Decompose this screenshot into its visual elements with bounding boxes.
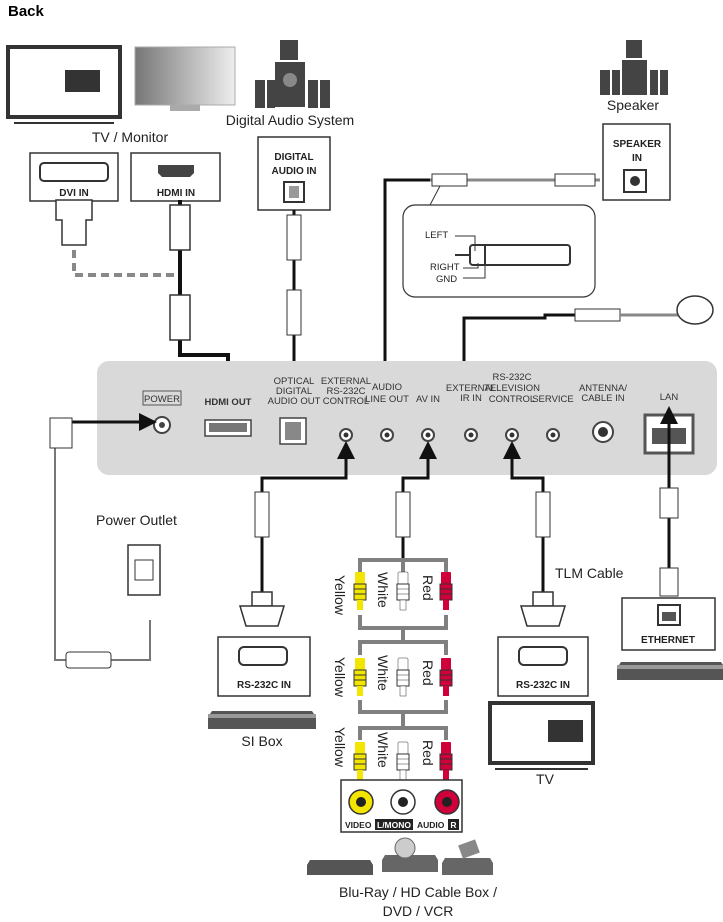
port-power-label: POWER xyxy=(144,394,180,405)
red-label-2: Red xyxy=(420,660,436,686)
av-r-label: R xyxy=(450,820,456,830)
power-outlet-label: Power Outlet xyxy=(96,512,177,528)
port-ext-rs232c-label-2: RS-232C xyxy=(326,386,365,397)
digital-audio-system-label: Digital Audio System xyxy=(226,112,354,128)
av-lmono-label: L/MONO xyxy=(377,820,411,830)
dvi-in-label: DVI IN xyxy=(59,188,88,199)
yellow-label-1: Yellow xyxy=(332,575,348,616)
network-device-icon xyxy=(617,662,723,680)
port-optical-label-2: DIGITAL xyxy=(276,386,312,397)
speaker-system-icon xyxy=(255,40,330,108)
ethernet-label: ETHERNET xyxy=(641,635,695,646)
port-audio-line-out-label-1: AUDIO xyxy=(372,382,402,393)
title: Back xyxy=(8,3,45,20)
tv-monitor-label: TV / Monitor xyxy=(92,129,169,145)
port-audio-line-out-label-2: LINE OUT xyxy=(365,394,409,405)
port-service-label: SERVICE xyxy=(532,394,574,405)
port-rs232c-tv-label-1: RS-232C xyxy=(492,372,531,383)
port-optical-label-1: OPTICAL xyxy=(274,376,315,387)
port-lan-label: LAN xyxy=(660,392,679,403)
jack-gnd-label: GND xyxy=(436,274,457,285)
si-rs232c-in-label: RS-232C IN xyxy=(237,680,291,691)
tlm-cable-label: TLM Cable xyxy=(555,565,624,581)
tv-label: TV xyxy=(536,771,555,787)
hdmi-in-label: HDMI IN xyxy=(157,188,195,199)
port-rs232c-tv-label-3: CONTROL xyxy=(489,394,535,405)
power-plug xyxy=(49,417,73,449)
port-rs232c-tv-label-2: TELEVISION xyxy=(484,383,540,394)
speaker-in-label-2: IN xyxy=(632,153,642,164)
port-ext-ir-in-label-1: EXTERNAL xyxy=(446,383,496,394)
hdmi-connector-2 xyxy=(169,294,191,341)
si-rs232c-in-box xyxy=(217,636,311,697)
ext-rs232c-cable xyxy=(260,447,348,600)
tlm-cable xyxy=(510,447,545,600)
tv-rs232c-in-label: RS-232C IN xyxy=(516,680,570,691)
dvi-connector xyxy=(55,199,93,246)
port-ext-rs232c-label-3: CONTROL xyxy=(323,396,369,407)
white-label-3: White xyxy=(375,732,391,768)
bluray-label-2: DVD / VCR xyxy=(383,903,454,919)
av-audio-label: AUDIO xyxy=(417,820,445,830)
port-hdmi-out-label: HDMI OUT xyxy=(205,397,252,408)
white-label-1: White xyxy=(375,572,391,608)
av-video-label: VIDEO xyxy=(345,820,372,830)
tv-icon-bottom xyxy=(488,701,595,770)
jack-right-label: RIGHT xyxy=(430,262,460,273)
back-panel xyxy=(97,361,717,475)
audio-plug-left xyxy=(431,173,468,187)
playback-devices-icon xyxy=(307,837,493,875)
panel-port-labels: POWER HDMI OUT OPTICAL DIGITAL AUDIO OUT… xyxy=(142,372,679,408)
port-antenna-label-1: ANTENNA/ xyxy=(579,383,627,394)
port-ext-ir-in-label-2: IR IN xyxy=(460,393,482,404)
hdmi-connector xyxy=(169,204,191,251)
tv-icon xyxy=(6,45,122,124)
yellow-label-3: Yellow xyxy=(332,727,348,768)
rca-plugs xyxy=(353,571,453,781)
red-label-1: Red xyxy=(420,575,436,601)
digital-audio-in-label-1: DIGITAL xyxy=(274,152,313,163)
monitor-icon xyxy=(134,46,236,111)
digital-audio-in-label-2: AUDIO IN xyxy=(272,166,317,177)
speaker-in-label-1: SPEAKER xyxy=(613,139,662,150)
audio-plug-right xyxy=(554,173,596,187)
si-box-label: SI Box xyxy=(241,733,282,749)
bluray-label-1: Blu-Ray / HD Cable Box / xyxy=(339,884,497,900)
optical-connector xyxy=(286,214,302,261)
speaker-icon xyxy=(600,40,668,95)
port-av-in-label: AV IN xyxy=(416,394,440,405)
rca-color-labels: Yellow White Red Yellow White Red Yellow… xyxy=(332,572,436,768)
ir-cable xyxy=(462,313,575,377)
audio-line-out-cable xyxy=(383,178,430,377)
red-label-3: Red xyxy=(420,740,436,766)
optical-connector-2 xyxy=(286,289,302,336)
white-label-2: White xyxy=(375,655,391,691)
power-adapter xyxy=(65,651,112,669)
port-antenna-label-2: CABLE IN xyxy=(581,393,624,404)
jack-left-label: LEFT xyxy=(425,230,448,241)
dvi-cable xyxy=(72,250,180,277)
rca-cables xyxy=(358,558,448,740)
ir-receiver-icon xyxy=(676,295,714,325)
port-optical-label-3: AUDIO OUT xyxy=(268,396,321,407)
yellow-label-2: Yellow xyxy=(332,657,348,698)
si-box-icon xyxy=(208,711,316,729)
port-ext-rs232c-label-1: EXTERNAL xyxy=(321,376,371,387)
speaker-label: Speaker xyxy=(607,97,659,113)
